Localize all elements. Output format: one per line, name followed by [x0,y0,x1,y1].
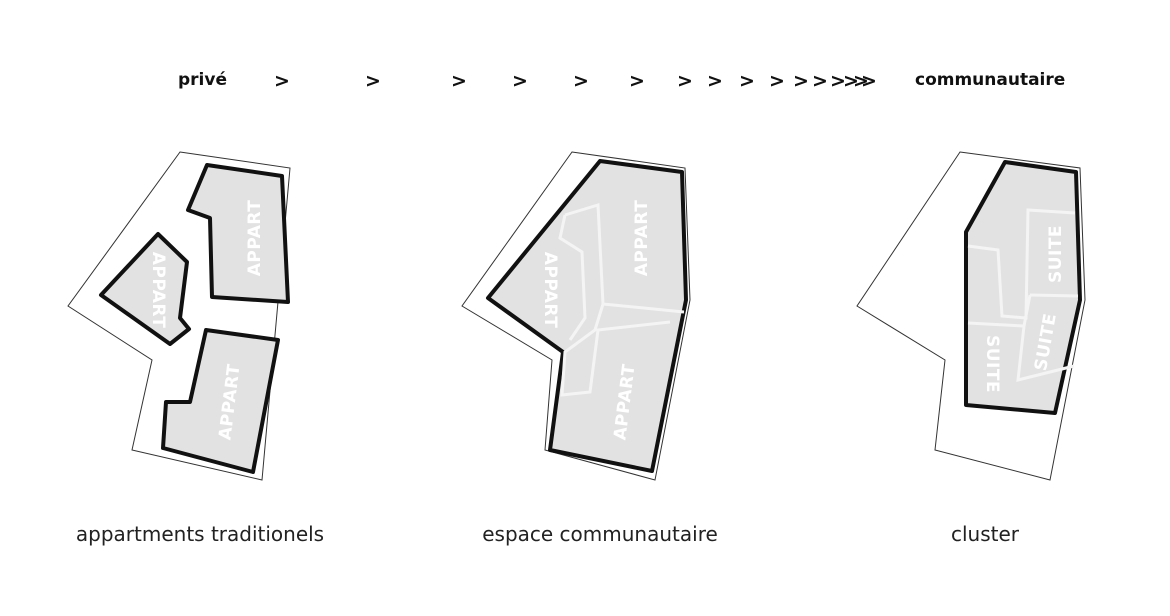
interior-wall [967,208,1076,320]
chevron-icon: > [573,70,589,92]
interior-wall [1022,294,1032,327]
scale-right-label: communautaire [915,70,1066,90]
chevron-icon: > [830,70,846,92]
interior-wall [967,321,1075,382]
site-outline [856,151,1086,481]
chevron-icon: > [843,70,859,92]
chevron-icon: > [739,70,755,92]
cluster-outline [964,160,1082,415]
chevron-icon: > [365,70,381,92]
unit-block [99,232,191,346]
chevron-icon: > [677,70,693,92]
caption-communal: espace communautaire [482,522,718,546]
chevron-icon: > [512,70,528,92]
interior-wall [564,203,685,314]
chevron-icon: > [274,70,290,92]
chevron-icon: > [812,70,828,92]
caption-traditional: appartments traditionels [75,522,325,546]
unit-block [161,328,280,474]
interior-wall [560,303,671,397]
chevron-icon: > [793,70,809,92]
chevron-icon: > [629,70,645,92]
chevron-icon: > [451,70,467,92]
chevron-icon: > [853,70,869,92]
interior-wall [1029,293,1079,298]
site-outline [461,151,691,481]
unit-label: APPART [148,252,168,329]
plan-cluster: SUITE SUITE SUITE [856,151,1086,481]
unit-label: SUITE [982,335,1002,393]
communal-outline [486,159,688,473]
chevron-icon: > [769,70,785,92]
unit-label: SUITE [1046,225,1066,283]
site-outline [67,151,291,481]
caption-cluster: cluster [950,522,1020,546]
scale-left-label: privé [178,70,227,90]
unit-block [186,163,290,304]
plan-communal-space: APPART APPART APPART [461,151,691,481]
unit-label: APPART [540,252,560,329]
chevron-icon: > [707,70,723,92]
plan-traditional: APPART APPART APPART [67,151,291,481]
chevron-icon: > [861,70,877,92]
unit-label: APPART [245,200,265,277]
unit-label: APPART [632,200,652,277]
interior-wall [558,214,587,341]
